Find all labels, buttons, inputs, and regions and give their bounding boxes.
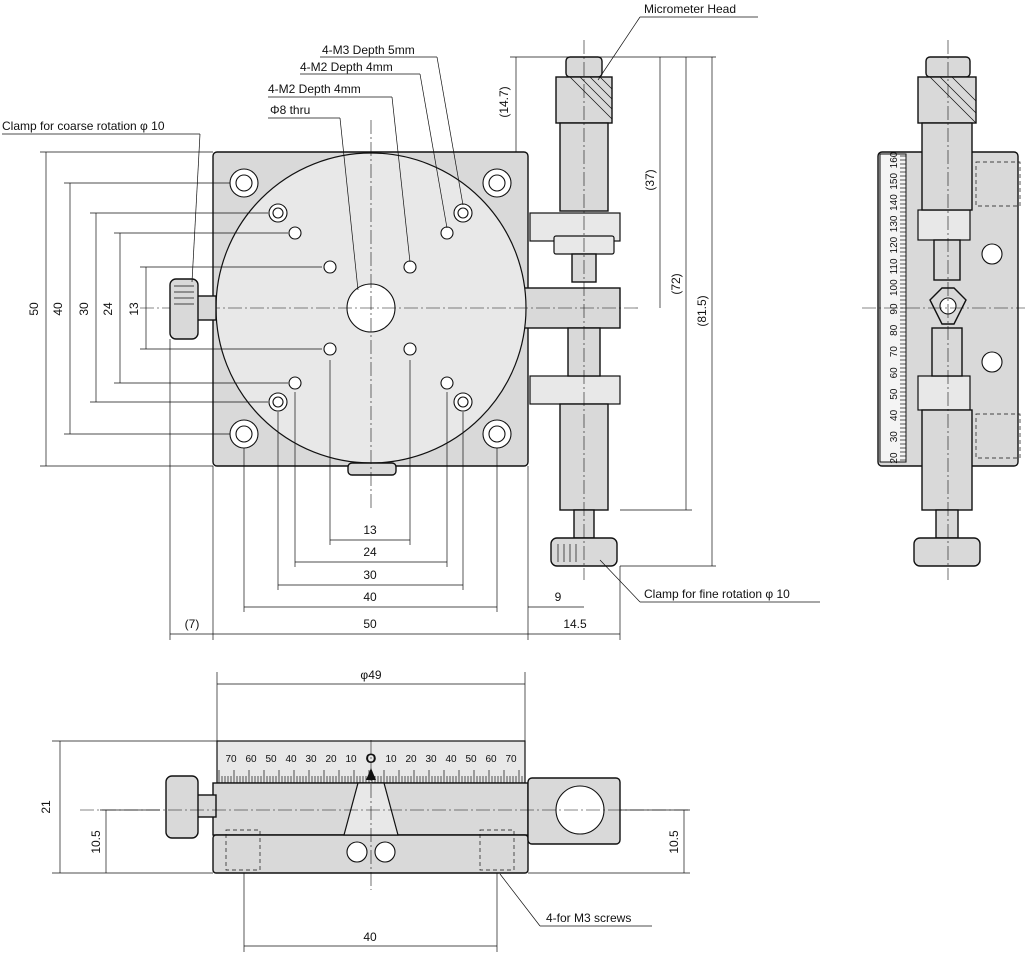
front-scale-label: 30	[425, 754, 437, 765]
front-scale-label: 50	[265, 754, 277, 765]
dim-h40: 40	[363, 590, 377, 604]
m2-holes	[288, 226, 454, 390]
dim-h14-5: 14.5	[563, 617, 587, 631]
side-scale-label: 90	[889, 303, 900, 315]
dim-v37: (37)	[643, 169, 657, 190]
front-scale-label: 50	[465, 754, 477, 765]
side-scale-label: 130	[889, 215, 900, 232]
callout-m3-screws: 4-for M3 screws	[546, 911, 631, 925]
dim-v21: 21	[39, 800, 53, 814]
callout-leaders	[2, 16, 820, 603]
front-dimensions	[52, 672, 690, 952]
side-scale-label: 160	[889, 151, 900, 168]
front-scale-label: 60	[485, 754, 497, 765]
callout-clamp-coarse: Clamp for coarse rotation φ 10	[2, 119, 165, 133]
top-view: 50 40 30 24 13 13 24 30 40 50 (7) 9	[2, 2, 820, 640]
side-scale-label: 80	[889, 324, 900, 336]
side-scale-label: 70	[889, 346, 900, 358]
side-scale-label: 120	[889, 236, 900, 253]
side-scale-label: 50	[889, 388, 900, 400]
callout-m3-depth5: 4-M3 Depth 5mm	[322, 43, 415, 57]
dim-v40: 40	[51, 302, 65, 316]
micrometer-bracket-lower	[529, 375, 621, 405]
side-scale-label: 100	[889, 279, 900, 296]
dim-v13: 13	[127, 302, 141, 316]
vertical-dimensions	[40, 151, 322, 467]
dim-v72: (72)	[669, 273, 683, 294]
dim-h7: (7)	[185, 617, 200, 631]
front-scale-label: 20	[405, 754, 417, 765]
side-scale-label: 40	[889, 409, 900, 421]
m3-holes	[268, 203, 473, 412]
front-scale-label: 10	[345, 754, 357, 765]
front-scale-label: 70	[505, 754, 517, 765]
corner-holes	[229, 168, 512, 449]
dim-v10-5-left: 10.5	[89, 830, 103, 854]
callout-phi8-thru: Φ8 thru	[270, 103, 310, 117]
horizontal-dimensions	[169, 339, 621, 640]
dim-v81-5: (81.5)	[695, 295, 709, 326]
front-scale-label: 60	[245, 754, 257, 765]
callout-clamp-fine: Clamp for fine rotation φ 10	[644, 587, 790, 601]
clamp-stub	[347, 462, 397, 476]
front-scale-label: 20	[325, 754, 337, 765]
front-scale-label: 30	[305, 754, 317, 765]
dim-h9: 9	[555, 590, 562, 604]
dim-h24: 24	[363, 545, 377, 559]
coarse-clamp-shaft	[195, 295, 217, 321]
front-scale-label: 70	[225, 754, 237, 765]
micrometer-assembly	[550, 40, 618, 580]
dim-h30: 30	[363, 568, 377, 582]
dim-v14-7: (14.7)	[497, 86, 511, 117]
dim-v50: 50	[27, 302, 41, 316]
callout-micrometer-head: Micrometer Head	[644, 2, 736, 16]
dim-v10-5-right: 10.5	[667, 830, 681, 854]
side-scale-label: 140	[889, 194, 900, 211]
side-scale-label: 150	[889, 173, 900, 190]
dim-h50: 50	[363, 617, 377, 631]
side-view: 20 30 40 50 60 70 80 90 100 110 120 130 140 150 160	[862, 40, 1025, 580]
callout-m2-depth4-b: 4-M2 Depth 4mm	[268, 82, 361, 96]
dim-front-h40: 40	[363, 930, 377, 944]
dim-phi49: φ49	[360, 668, 381, 682]
dim-h13: 13	[363, 523, 377, 537]
dim-v30: 30	[77, 302, 91, 316]
coarse-clamp-knob	[169, 278, 199, 340]
side-scale-label: 110	[889, 258, 900, 274]
front-scale-label: 40	[445, 754, 457, 765]
front-scale-label: 10	[385, 754, 397, 765]
front-scale-label: 40	[285, 754, 297, 765]
side-scale-label: 60	[889, 367, 900, 379]
side-scale-label: 20	[889, 452, 900, 464]
dim-v24: 24	[101, 302, 115, 316]
side-scale-label: 30	[889, 431, 900, 443]
callout-m2-depth4-a: 4-M2 Depth 4mm	[300, 60, 393, 74]
